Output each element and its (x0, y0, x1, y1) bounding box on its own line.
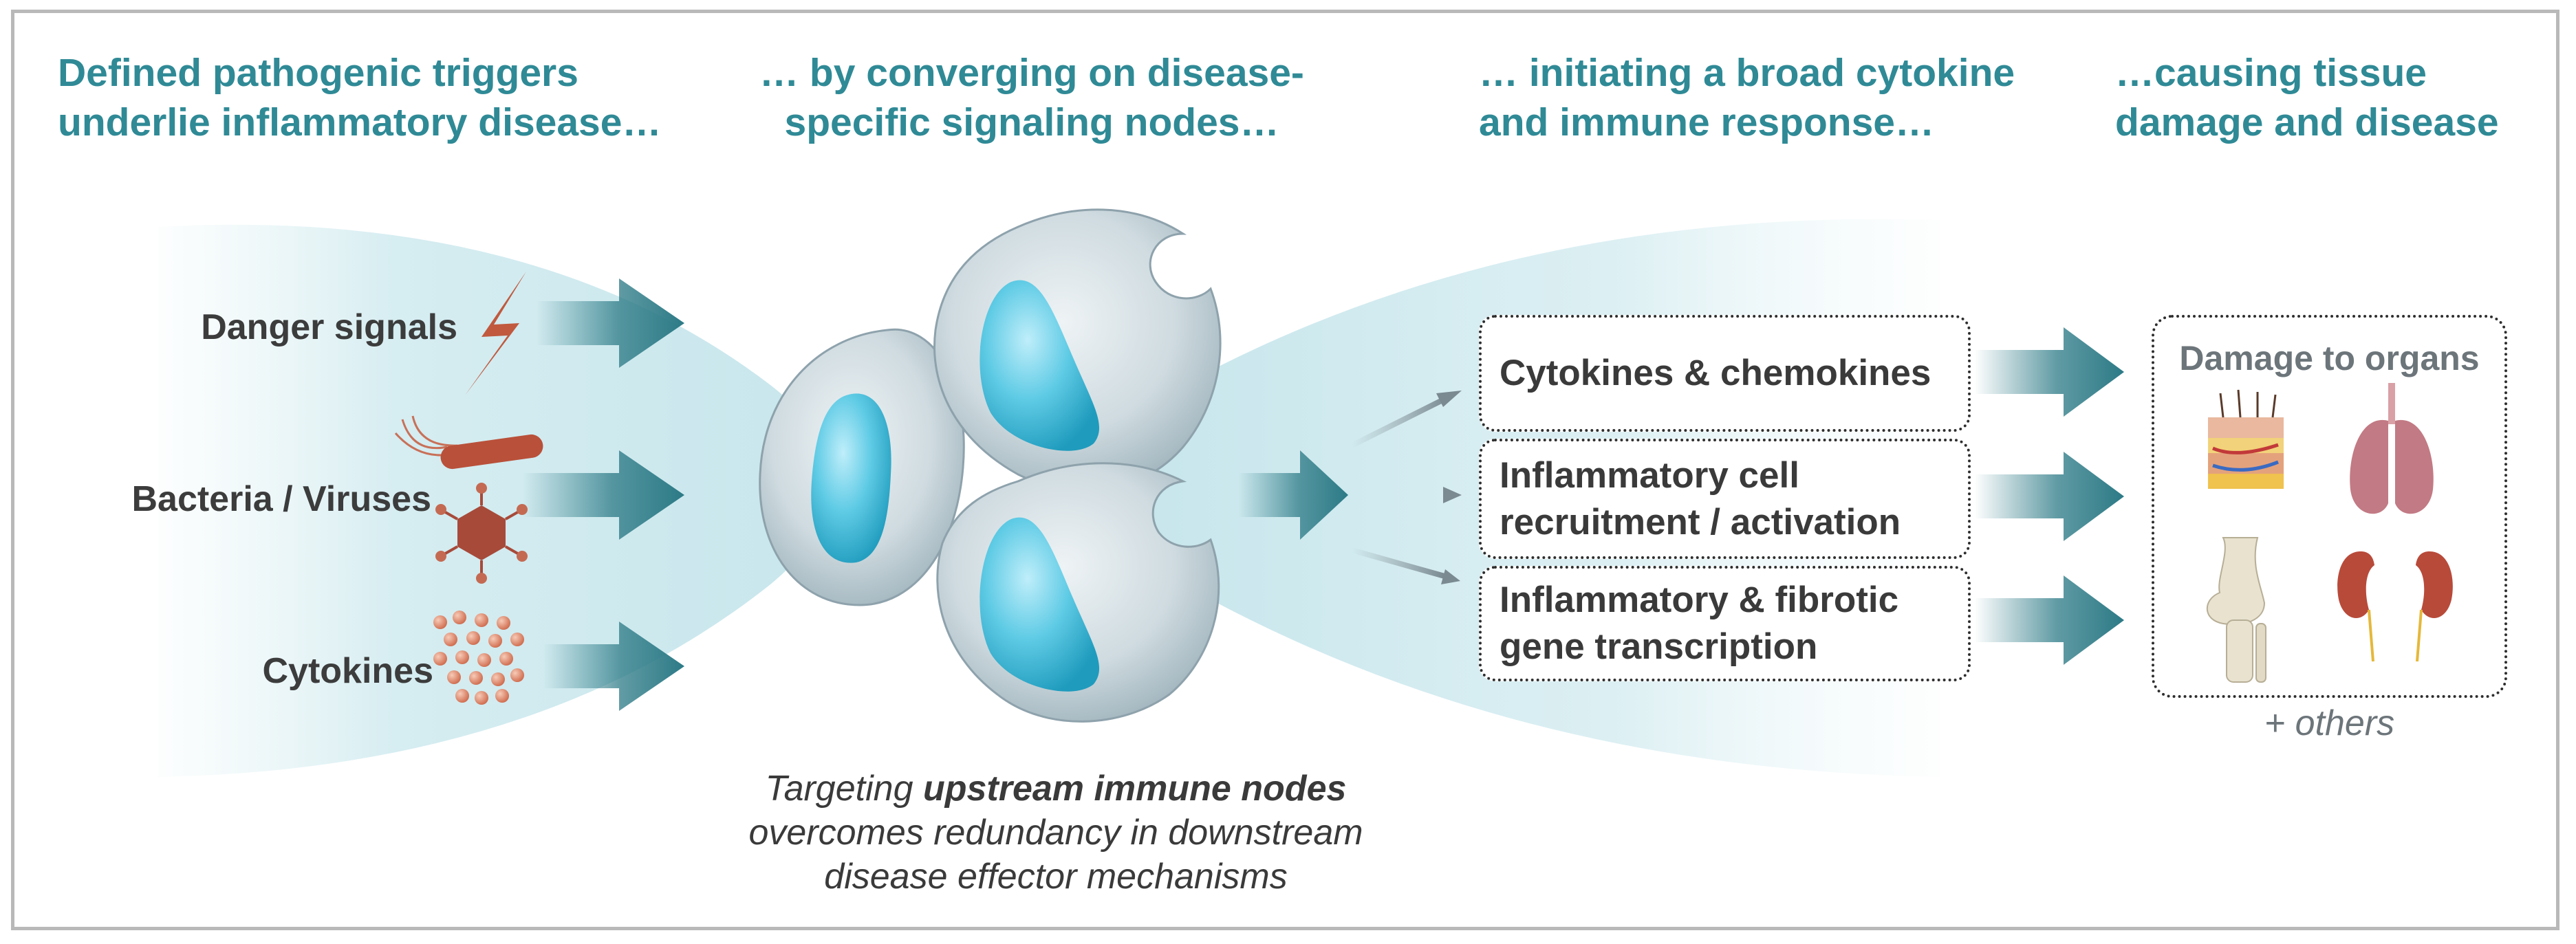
response-box-cytokines-line1: Cytokines & chemokines (1500, 353, 1931, 393)
virus-icon (435, 483, 528, 584)
heading-damage-line1: …causing tissue (2115, 51, 2427, 95)
heading-response-line1: … initiating a broad cytokine (1479, 51, 2015, 95)
response-box-recruitment-line1: Inflammatory cell (1500, 454, 1799, 496)
immune-cell-left (759, 328, 965, 606)
heading-triggers: Defined pathogenic triggers underlie inf… (58, 48, 661, 147)
skin-icon (2208, 389, 2284, 489)
lungs-icon (2350, 383, 2434, 514)
response-box-recruitment-line2: recruitment / activation (1500, 501, 1901, 542)
heading-damage-line2: damage and disease (2115, 100, 2499, 144)
caption-bold: upstream immune nodes (922, 769, 1347, 809)
caption-line1: Targeting upstream immune nodes (633, 767, 1479, 811)
heading-triggers-line1: Defined pathogenic triggers (58, 51, 578, 95)
trigger-label-danger: Danger signals (201, 307, 457, 347)
trigger-label-cytokines: Cytokines (262, 651, 433, 691)
heading-response: … initiating a broad cytokine and immune… (1479, 48, 2015, 147)
response-box-recruitment: Inflammatory cell recruitment / activati… (1479, 439, 1971, 559)
caption: Targeting upstream immune nodes overcome… (633, 767, 1479, 899)
heading-triggers-line2: underlie inflammatory disease… (58, 100, 662, 144)
response-box-transcription-line2: gene transcription (1500, 626, 1818, 667)
organs-box: Damage to organs (2152, 315, 2507, 698)
diverging-arrows (1350, 391, 1462, 584)
response-2-arrow (1974, 452, 2124, 541)
heading-converging: … by converging on disease- specific sig… (743, 48, 1321, 147)
cytokines-arrow (543, 622, 684, 711)
caption-line2: overcomes redundancy in downstream (748, 813, 1363, 853)
caption-prefix: Targeting (765, 769, 923, 809)
bacteria-arrow (523, 450, 684, 540)
heading-response-line2: and immune response… (1479, 100, 1934, 144)
response-box-transcription-line1: Inflammatory & fibrotic (1500, 580, 1899, 620)
bacteria-icon (394, 415, 543, 470)
knee-joint-icon (2206, 537, 2266, 683)
organs-title: Damage to organs (2179, 339, 2480, 377)
kidneys-icon (2337, 551, 2453, 662)
heading-converging-line1: … by converging on disease- (759, 51, 1304, 95)
response-3-arrow (1974, 575, 2124, 665)
lightning-icon (465, 272, 526, 395)
heading-converging-line2: specific signaling nodes… (784, 100, 1279, 144)
organs-illustrations (2206, 383, 2453, 683)
immune-cell-top (933, 208, 1222, 492)
response-1-arrow (1974, 327, 2124, 417)
danger-arrow (537, 278, 684, 368)
response-box-transcription: Inflammatory & fibrotic gene transcripti… (1479, 566, 1971, 681)
caption-line3: disease effector mechanisms (824, 857, 1288, 897)
organs-others-label: + others (2264, 703, 2395, 743)
response-box-cytokines: Cytokines & chemokines (1479, 315, 1971, 432)
immune-cell-bottom (936, 462, 1220, 723)
heading-damage: …causing tissue damage and disease (2115, 48, 2499, 147)
cytokine-particles-icon (433, 611, 524, 705)
trigger-label-bacteria: Bacteria / Viruses (131, 479, 431, 519)
left-glow-background (158, 224, 832, 777)
center-arrow (1238, 450, 1348, 540)
